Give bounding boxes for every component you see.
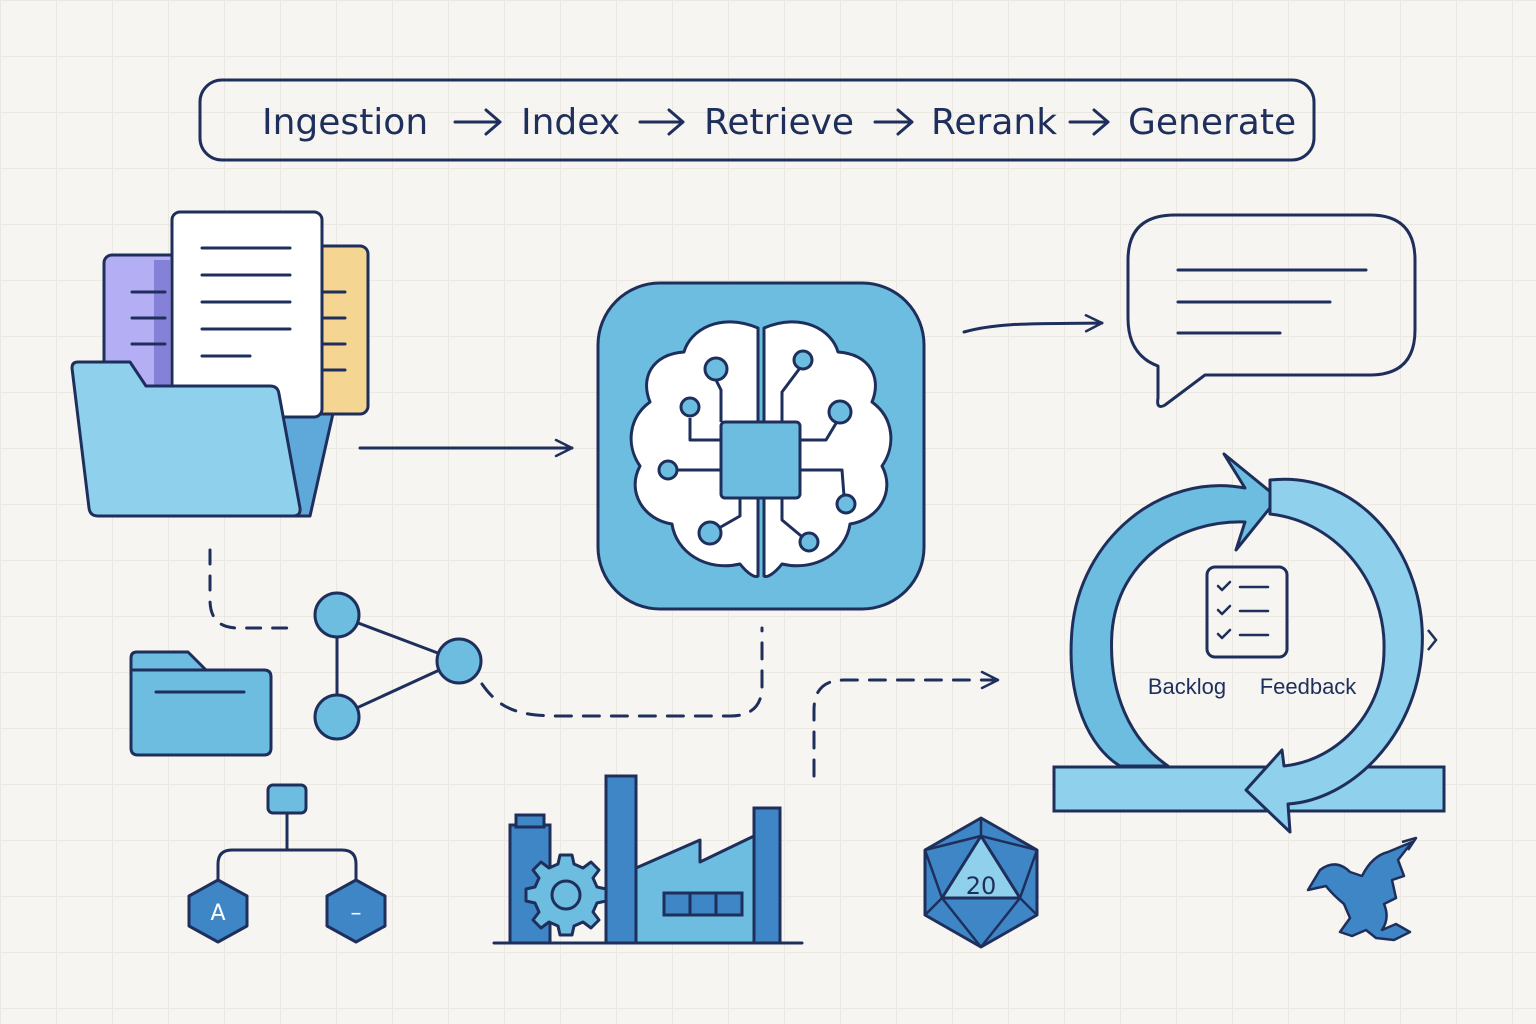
pipeline-arrow-icon [873, 108, 914, 136]
d20-die-icon: 20 [923, 816, 1039, 949]
pipeline-step-ingestion: Ingestion [262, 102, 428, 143]
pipeline-step-retrieve: Retrieve [704, 102, 854, 143]
loop-label-backlog: Backlog [1148, 674, 1226, 699]
chat-bubble-icon [1126, 213, 1417, 408]
dashed-connector [208, 548, 294, 630]
pipeline-step-index: Index [521, 102, 620, 143]
pipeline-arrow-icon [1068, 108, 1110, 136]
die-label: 20 [966, 872, 997, 900]
factory-icon [492, 774, 804, 945]
pipeline-step-generate: Generate [1128, 102, 1296, 143]
pipeline-step-rerank: Rerank [931, 102, 1057, 143]
brain-chip-icon [596, 281, 926, 611]
pipeline-banner: Ingestion Index Retrieve Rerank Generate [198, 78, 1316, 162]
loop-label-feedback: Feedback [1260, 674, 1358, 699]
checklist-icon [1205, 565, 1289, 659]
gear-icon [524, 853, 608, 937]
dashed-connector-arrow [812, 670, 1000, 778]
connector-arrow [962, 314, 1104, 334]
node-label-right: – [351, 901, 362, 926]
documents-folder-icon [70, 210, 370, 518]
dragon-icon [1306, 836, 1418, 942]
pipeline-arrow-icon [638, 108, 685, 136]
dashed-connector [480, 626, 764, 718]
pipeline-arrow-icon [453, 108, 502, 136]
folder-icon [129, 650, 273, 757]
graph-network-icon [313, 591, 483, 741]
cycle-arrows-icon: Backlog Feedback [1052, 452, 1446, 834]
node-label-left: A [210, 901, 225, 926]
hierarchy-icon: A – [187, 783, 387, 944]
